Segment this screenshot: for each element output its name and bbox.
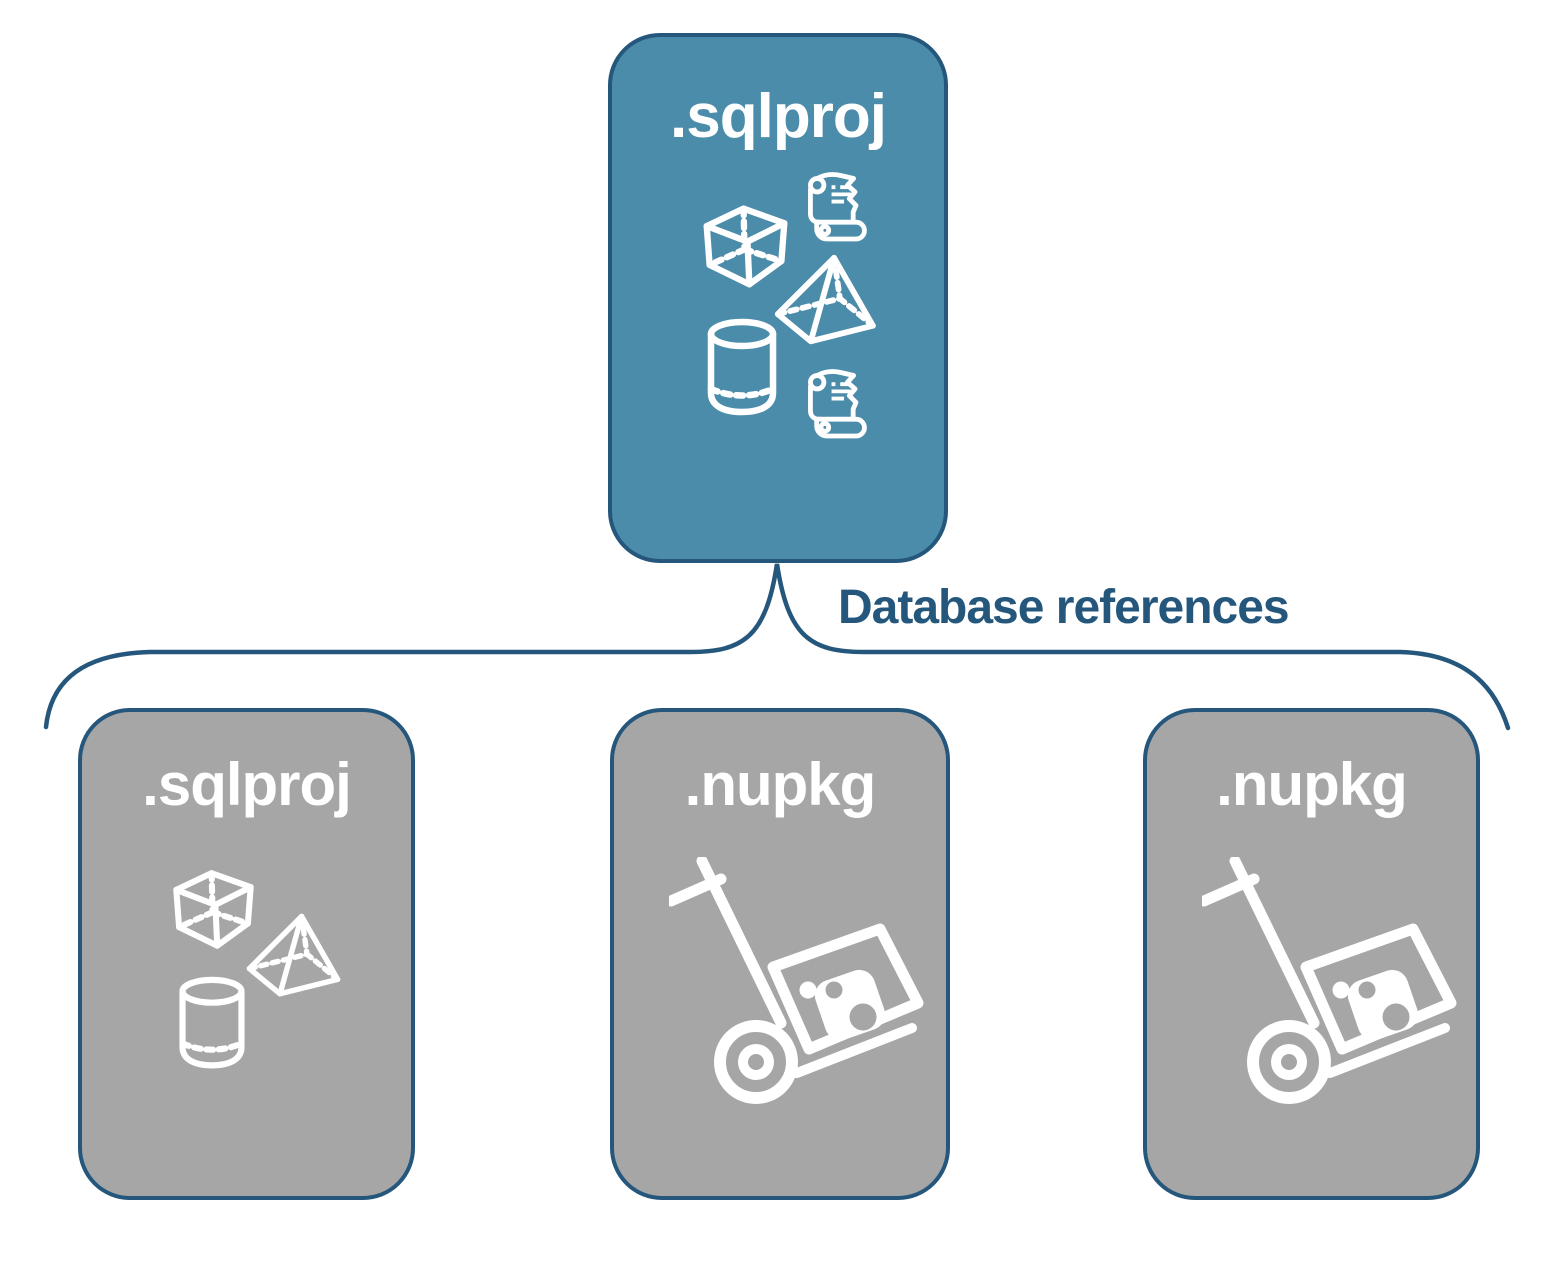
sql-objects-graphic xyxy=(164,860,349,1070)
pyramid-icon xyxy=(249,916,337,993)
child-box-label: .sqlproj xyxy=(142,751,352,818)
node-nupkg-1: .nupkg xyxy=(610,708,950,1200)
scroll-icon xyxy=(810,372,864,436)
node-nupkg-2: .nupkg xyxy=(1143,708,1480,1200)
cylinder-icon xyxy=(183,980,242,1066)
node-sqlproj-root: .sqlproj xyxy=(608,33,948,563)
root-box-label: .sqlproj xyxy=(670,82,887,151)
nuget-dolly-graphic xyxy=(1202,857,1462,1107)
pyramid-icon xyxy=(778,258,873,341)
child-box-label: .nupkg xyxy=(1216,751,1408,818)
scroll-icon xyxy=(810,175,864,239)
hand-truck-icon xyxy=(671,861,918,1098)
cube-icon xyxy=(176,873,250,946)
child-box-label: .nupkg xyxy=(684,751,877,818)
cylinder-icon xyxy=(711,322,773,412)
node-sqlproj-child: .sqlproj xyxy=(78,708,415,1200)
hand-truck-icon xyxy=(1204,861,1451,1098)
sql-objects-graphic xyxy=(694,157,879,453)
connector-label: Database references xyxy=(838,581,1290,634)
nuget-dolly-graphic xyxy=(669,857,929,1107)
cube-icon xyxy=(707,209,785,285)
